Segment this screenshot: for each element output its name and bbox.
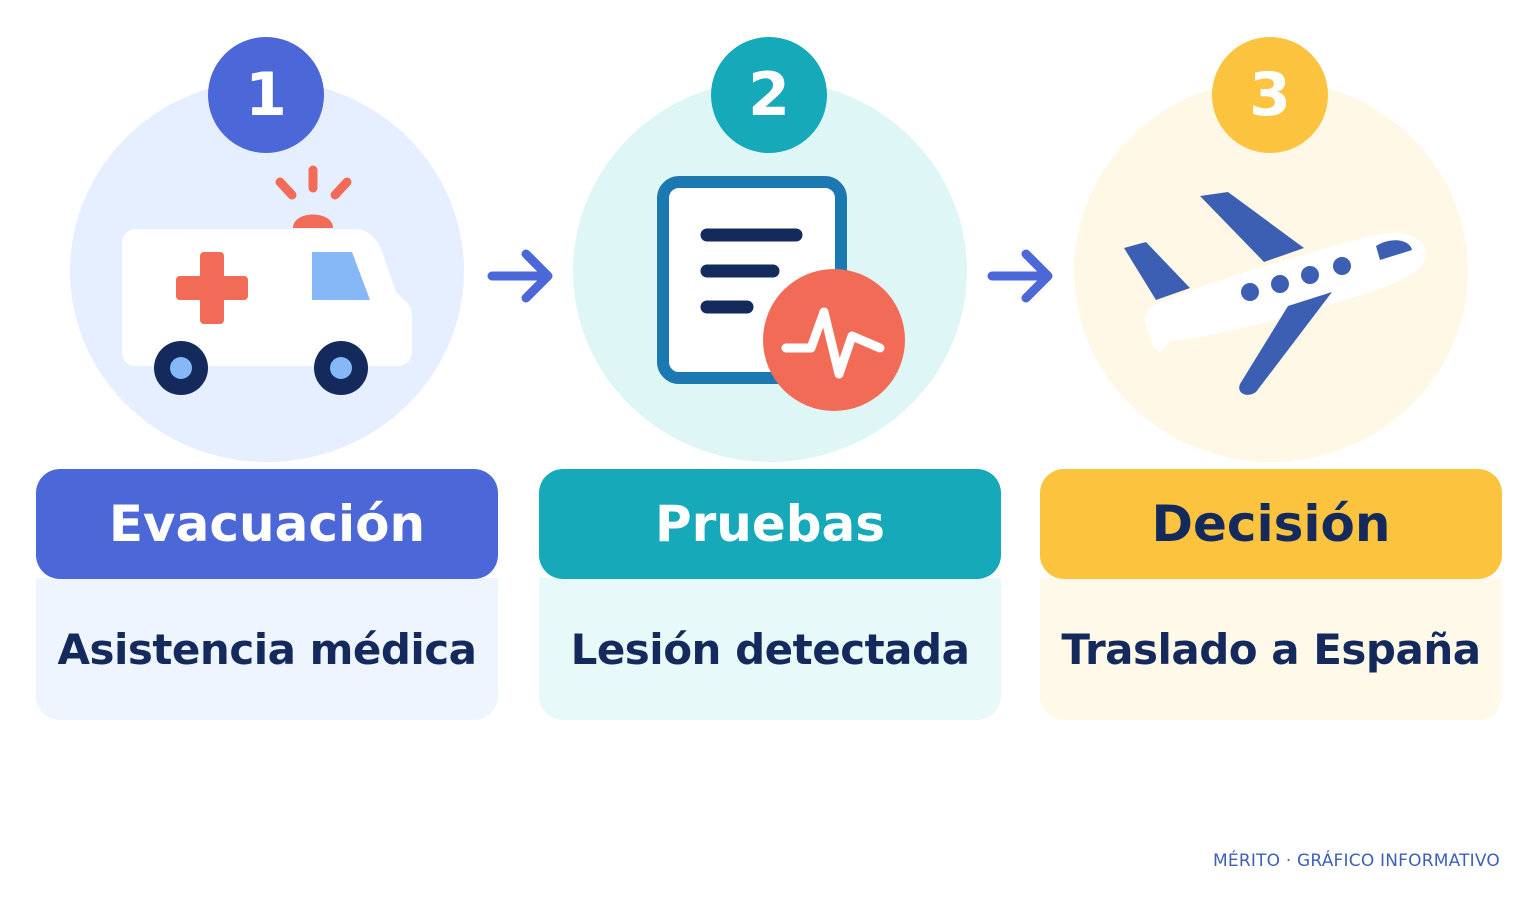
- step-3-number: 3: [1212, 37, 1328, 153]
- step-1-subtitle: Asistencia médica: [57, 624, 477, 674]
- step-3: 3 Traslado a España Decisión: [1040, 0, 1502, 903]
- step-1-title: Evacuación: [36, 469, 498, 579]
- step-2-title: Pruebas: [539, 469, 1001, 579]
- step-2-subtitle: Lesión detectada: [570, 624, 970, 674]
- step-1: 1 Asistencia médica Evacuación: [36, 0, 498, 903]
- arrow-right-icon: [487, 249, 553, 303]
- step-2-number: 2: [711, 37, 827, 153]
- step-1-card: Asistencia médica: [36, 578, 498, 720]
- medical-report-icon: [657, 176, 905, 411]
- ambulance-icon: [122, 165, 412, 395]
- step-1-number: 1: [208, 37, 324, 153]
- airplane-icon: [1124, 192, 1427, 395]
- step-2: 2 Lesión detectada Pruebas: [539, 0, 1001, 903]
- step-2-card: Lesión detectada: [539, 578, 1001, 720]
- step-3-card: Traslado a España: [1040, 578, 1502, 720]
- step-3-subtitle: Traslado a España: [1061, 624, 1481, 674]
- arrow-right-icon: [987, 249, 1053, 303]
- footer-credit: MÉRITO · GRÁFICO INFORMATIVO: [1213, 851, 1500, 871]
- step-3-title: Decisión: [1040, 469, 1502, 579]
